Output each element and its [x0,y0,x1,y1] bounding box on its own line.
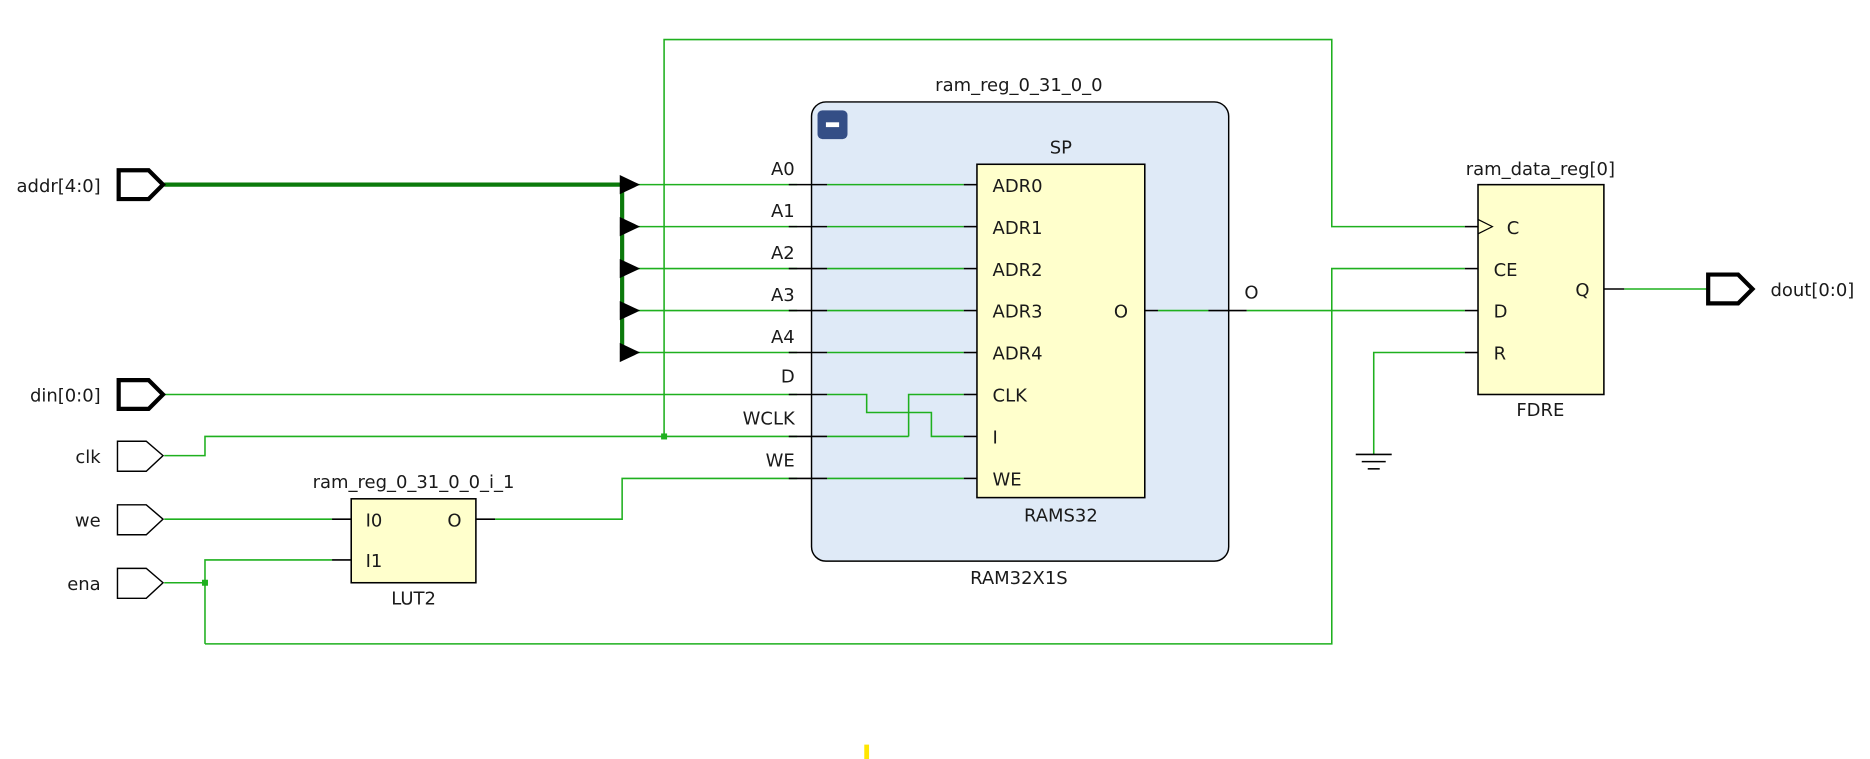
hier-pin-a3: A3 [771,285,795,306]
fdre-type-label: FDRE [1516,400,1564,421]
ripper-arrow-2 [619,258,641,279]
collapse-button[interactable] [817,110,848,140]
cell-lut2[interactable]: ram_reg_0_31_0_0_i_1 LUT2 I0 I1 O [313,472,515,609]
fdre-pin-ce: CE [1494,260,1518,281]
rams32-pin-o: O [1114,302,1128,323]
rams32-pin-we: WE [993,470,1022,491]
addr-bit-nets [635,183,964,354]
lut2-pin-o: O [447,510,461,531]
ground-icon [1355,453,1392,470]
rams32-pin-adr3: ADR3 [993,302,1043,323]
fdre-pin-d: D [1494,302,1508,323]
rams32-pin-adr1: ADR1 [993,218,1043,239]
clock-edge-icon [1477,218,1494,235]
net-reset-gnd[interactable] [1372,351,1465,455]
bus-port-icon[interactable] [1706,272,1756,306]
input-port-addr[interactable]: addr[4:0] [17,168,166,202]
fdre-pin-c: C [1507,218,1520,239]
bus-rippers [619,175,641,363]
port-icon[interactable] [116,567,165,600]
hier-pin-a1: A1 [771,201,795,222]
hier-pin-labels: A0 A1 A2 A3 A4 D WCLK WE [743,159,796,471]
minus-icon [825,122,840,128]
hier-pin-stubs [788,183,1247,480]
bus-port-icon[interactable] [116,378,166,411]
lut2-instance-label: ram_reg_0_31_0_0_i_1 [313,472,515,493]
input-port-din[interactable]: din[0:0] [30,378,166,411]
net-d-to-i[interactable] [827,393,964,438]
rams32-pin-adr4: ADR4 [993,344,1043,365]
net-clk-top[interactable] [663,38,1465,437]
rams32-type: RAMS32 [1024,506,1098,527]
net-wclk-to-clk[interactable] [907,393,964,437]
lut2-body[interactable] [350,498,477,584]
net-ena-i1[interactable] [204,559,333,644]
rams32-stubs [963,183,1158,480]
port-label-dout: dout[0:0] [1771,280,1855,301]
output-port-dout[interactable]: dout[0:0] [1706,272,1855,306]
net-ram-out-label: O [1244,283,1258,304]
fdre-body[interactable] [1477,183,1605,396]
lut2-pin-i1: I1 [366,551,383,572]
port-label-clk: clk [75,447,101,468]
rams32-pin-i: I [993,428,998,449]
cursor-marker [864,744,870,759]
rams32-title: SP [1050,137,1072,158]
hier-pin-wclk: WCLK [743,408,796,429]
port-label-din: din[0:0] [30,386,101,407]
rams32-pin-clk: CLK [993,386,1029,407]
cell-rams32[interactable]: SP RAMS32 ADR0 ADR1 ADR2 ADR3 ADR4 CLK I… [963,137,1158,527]
rams32-body[interactable] [976,163,1146,499]
port-label-ena: ena [67,574,100,595]
port-icon[interactable] [116,504,165,536]
lut2-type-label: LUT2 [391,588,436,609]
net-junction-ena [201,579,208,586]
ripper-arrow-3 [619,300,641,321]
hier-pin-a4: A4 [771,327,795,348]
hier-cell-type-label: RAM32X1S [970,568,1068,589]
input-port-clk[interactable]: clk [75,440,165,472]
hier-pin-a2: A2 [771,243,795,264]
port-label-addr: addr[4:0] [17,176,101,197]
net-lut-out[interactable] [495,477,798,520]
hier-pin-d: D [781,366,795,387]
net-clk[interactable] [164,435,798,457]
hier-cell-instance-label: ram_reg_0_31_0_0 [935,75,1102,96]
hier-pin-we: WE [766,450,795,471]
ripper-arrow-4 [619,342,641,363]
fdre-pin-q: Q [1575,280,1589,301]
input-port-ena[interactable]: ena [67,567,165,600]
net-junction-clk [661,433,668,440]
rams32-pin-adr0: ADR0 [993,176,1043,197]
nets: O [164,38,1707,645]
port-icon[interactable] [116,440,165,472]
input-port-we[interactable]: we [75,504,165,536]
net-ena-ce[interactable] [204,267,1465,645]
cell-fdre[interactable]: ram_data_reg[0] FDRE C CE D R Q [1464,159,1625,421]
ripper-arrow-0 [619,175,641,195]
fdre-instance-label: ram_data_reg[0] [1466,159,1615,180]
ripper-arrow-1 [619,217,641,237]
bus-port-icon[interactable] [116,168,166,202]
port-label-we: we [75,510,101,531]
rams32-pin-adr2: ADR2 [993,260,1043,281]
hier-pin-a0: A0 [771,159,795,180]
fdre-pin-r: R [1494,344,1506,365]
lut2-pin-i0: I0 [366,510,383,531]
